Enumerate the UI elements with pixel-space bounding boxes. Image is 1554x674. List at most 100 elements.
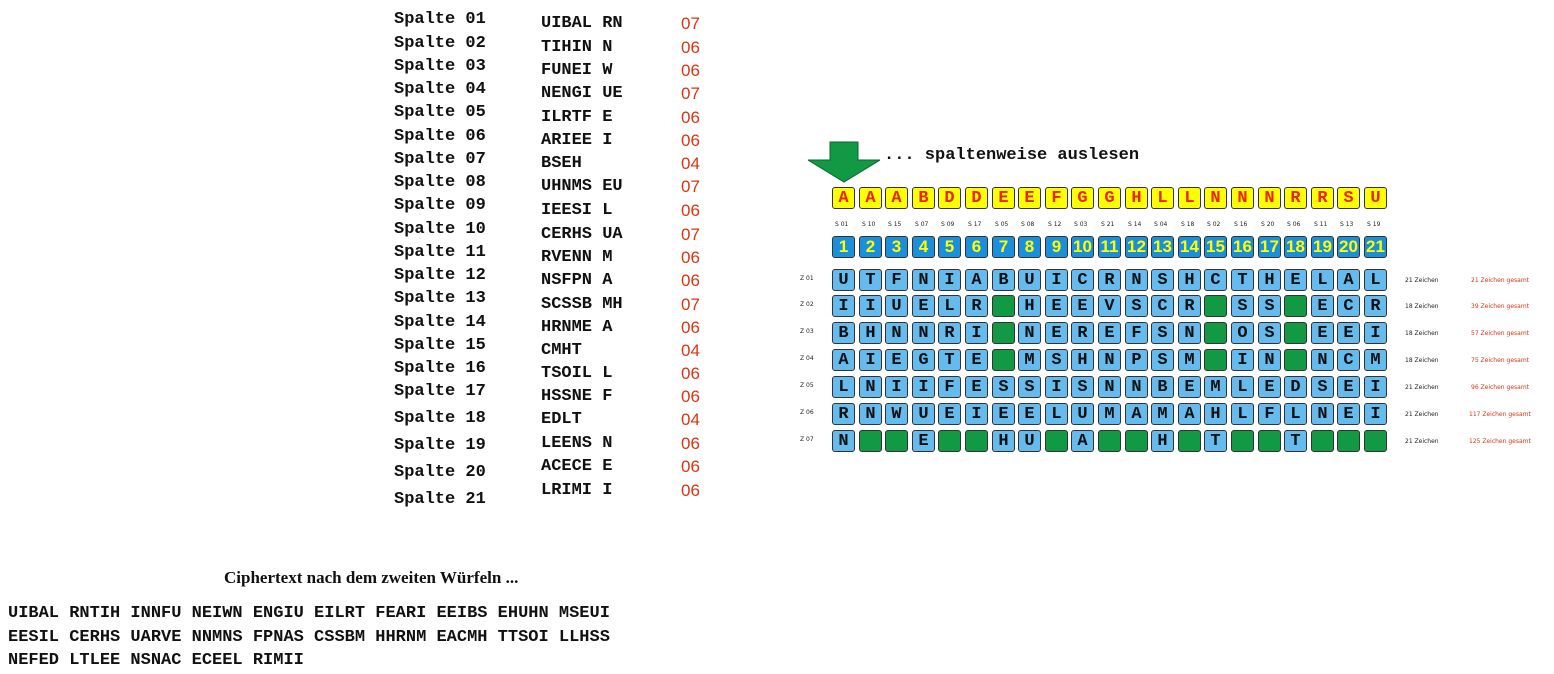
column-letters: TSOIL L (541, 364, 613, 383)
column-id-label: S 17 (968, 221, 982, 228)
grid-letter-cell: C (1337, 349, 1360, 371)
grid-letter-cell: U (912, 403, 935, 425)
row-cumulative-total: 125 Zeichen gesamt (1469, 438, 1531, 445)
grid-empty-cell (992, 322, 1015, 344)
column-id-label: S 07 (915, 221, 929, 228)
column-number-cell: 13 (1151, 236, 1174, 258)
column-label: Spalte 14 (394, 313, 486, 332)
grid-letter-cell: L (1311, 269, 1334, 291)
column-count: 06 (681, 271, 700, 290)
grid-letter-cell: P (1125, 349, 1148, 371)
grid-letter-cell: F (885, 269, 908, 291)
column-id-label: S 19 (1367, 221, 1381, 228)
grid-letter-cell: E (1337, 322, 1360, 344)
grid-letter-cell: S (1151, 322, 1174, 344)
grid-letter-cell: L (1284, 403, 1307, 425)
column-letters: EDLT (541, 410, 582, 429)
grid-letter-cell: E (965, 349, 988, 371)
grid-letter-cell: H (1204, 403, 1227, 425)
grid-letter-cell: M (1018, 349, 1041, 371)
grid-letter-cell: I (1364, 376, 1387, 398)
grid-letter-cell: M (1178, 349, 1201, 371)
grid-letter-cell: E (1045, 295, 1068, 317)
column-id-label: S 09 (941, 221, 955, 228)
grid-empty-cell (1337, 430, 1360, 452)
grid-letter-cell: L (1045, 403, 1068, 425)
column-letters: ARIEE I (541, 131, 613, 150)
grid-letter-cell: A (1125, 403, 1148, 425)
grid-letter-cell: N (1098, 349, 1121, 371)
row-id-label: Z 04 (800, 355, 814, 362)
key-letter-cell: S (1337, 187, 1360, 209)
row-cumulative-total: 39 Zeichen gesamt (1471, 303, 1530, 310)
grid-letter-cell: C (1204, 269, 1227, 291)
grid-letter-cell: U (1018, 269, 1041, 291)
row-cumulative-total: 75 Zeichen gesamt (1471, 357, 1530, 364)
column-letters: SCSSB MH (541, 295, 623, 314)
row-id-label: Z 01 (800, 275, 814, 282)
column-count: 07 (681, 84, 700, 103)
grid-letter-cell: S (1311, 376, 1334, 398)
column-id-label: S 11 (1314, 221, 1328, 228)
grid-letter-cell: N (859, 376, 882, 398)
key-letter-cell: R (1311, 187, 1334, 209)
grid-letter-cell: O (1231, 322, 1254, 344)
column-number-cell: 18 (1284, 236, 1307, 258)
column-label: Spalte 08 (394, 173, 486, 192)
column-label: Spalte 17 (394, 382, 486, 401)
grid-letter-cell: E (1045, 322, 1068, 344)
column-letters: HSSNE F (541, 387, 613, 406)
column-label: Spalte 18 (394, 409, 486, 428)
grid-letter-cell: S (1151, 349, 1174, 371)
row-char-count: 18 Zeichen (1405, 303, 1439, 310)
grid-letter-cell: H (1071, 349, 1094, 371)
column-label: Spalte 07 (394, 150, 486, 169)
grid-letter-cell: E (1337, 376, 1360, 398)
grid-empty-cell (992, 295, 1015, 317)
column-letters: CMHT (541, 341, 582, 360)
grid-letter-cell: B (1151, 376, 1174, 398)
column-count: 04 (681, 341, 700, 360)
column-number-cell: 19 (1311, 236, 1334, 258)
column-id-label: S 16 (1234, 221, 1248, 228)
row-cumulative-total: 21 Zeichen gesamt (1471, 277, 1530, 284)
column-number-cell: 8 (1018, 236, 1041, 258)
grid-letter-cell: W (885, 403, 908, 425)
grid-letter-cell: T (1204, 430, 1227, 452)
row-cumulative-total: 96 Zeichen gesamt (1471, 384, 1530, 391)
grid-letter-cell: R (965, 295, 988, 317)
grid-letter-cell: C (1151, 295, 1174, 317)
grid-empty-cell (1284, 349, 1307, 371)
grid-letter-cell: I (965, 322, 988, 344)
grid-letter-cell: U (832, 269, 855, 291)
column-id-label: S 10 (862, 221, 876, 228)
column-letters: LEENS N (541, 434, 613, 453)
column-count: 06 (681, 318, 700, 337)
key-letter-cell: L (1151, 187, 1174, 209)
column-number-cell: 16 (1231, 236, 1254, 258)
grid-letter-cell: A (1178, 403, 1201, 425)
grid-letter-cell: S (1258, 322, 1281, 344)
read-direction-label: ... spaltenweise auslesen (884, 146, 1140, 165)
grid-empty-cell (1311, 430, 1334, 452)
column-count: 07 (681, 177, 700, 196)
column-letters: RVENN M (541, 248, 613, 267)
column-number-cell: 5 (938, 236, 961, 258)
grid-letter-cell: C (1337, 295, 1360, 317)
column-number-cell: 12 (1125, 236, 1148, 258)
grid-letter-cell: N (859, 403, 882, 425)
grid-letter-cell: I (1045, 376, 1068, 398)
grid-letter-cell: M (1204, 376, 1227, 398)
grid-letter-cell: I (885, 376, 908, 398)
grid-letter-cell: N (1258, 349, 1281, 371)
grid-letter-cell: I (1231, 349, 1254, 371)
grid-letter-cell: E (1098, 322, 1121, 344)
grid-letter-cell: L (938, 295, 961, 317)
column-count: 06 (681, 131, 700, 150)
grid-letter-cell: N (1018, 322, 1041, 344)
column-number-cell: 7 (992, 236, 1015, 258)
grid-letter-cell: I (859, 295, 882, 317)
row-id-label: Z 06 (800, 409, 814, 416)
grid-letter-cell: I (912, 376, 935, 398)
grid-letter-cell: I (832, 295, 855, 317)
